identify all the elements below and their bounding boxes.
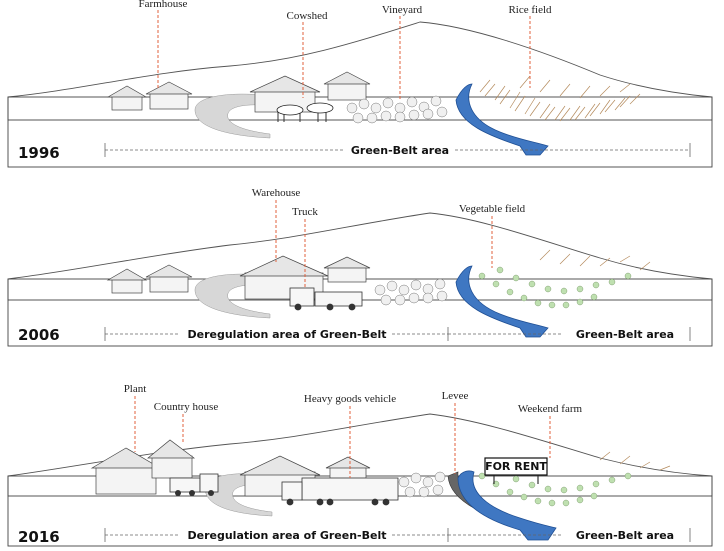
year-label-2006: 2006 — [18, 326, 60, 344]
panel-2006: Warehouse Truck Vegetable field 2006 Der… — [8, 187, 712, 346]
callout-vineyard: Vineyard — [382, 4, 423, 16]
panel-2016: FOR RENT Plant Country house Heavy goods… — [8, 383, 712, 546]
callout-country-house: Country house — [154, 401, 219, 413]
year-label-1996: 1996 — [18, 144, 60, 162]
callout-vegetable-field: Vegetable field — [459, 203, 526, 215]
zone-label-deregulation-2016: Deregulation area of Green-Belt — [188, 529, 387, 542]
callout-rice-field: Rice field — [508, 4, 552, 16]
zone-label-greenbelt-2006: Green-Belt area — [576, 328, 674, 341]
callout-plant: Plant — [124, 383, 147, 395]
callout-weekend-farm: Weekend farm — [518, 403, 583, 415]
zone-label-greenbelt-1996: Green-Belt area — [351, 144, 449, 157]
for-rent-sign-text: FOR RENT — [485, 460, 547, 473]
callout-warehouse: Warehouse — [252, 187, 301, 199]
year-label-2016: 2016 — [18, 528, 60, 546]
callout-farmhouse: Farmhouse — [139, 0, 188, 10]
callout-heavy-goods-vehicle: Heavy goods vehicle — [304, 393, 396, 405]
callout-levee: Levee — [442, 390, 469, 402]
callout-cowshed: Cowshed — [287, 10, 328, 22]
heavy-goods-vehicle-2016 — [282, 478, 398, 505]
callout-truck: Truck — [292, 206, 318, 218]
zone-label-greenbelt-2016: Green-Belt area — [576, 529, 674, 542]
panel-1996: Farmhouse Cowshed Vineyard Rice field 19… — [8, 0, 712, 167]
zone-label-deregulation-2006: Deregulation area of Green-Belt — [188, 328, 387, 341]
